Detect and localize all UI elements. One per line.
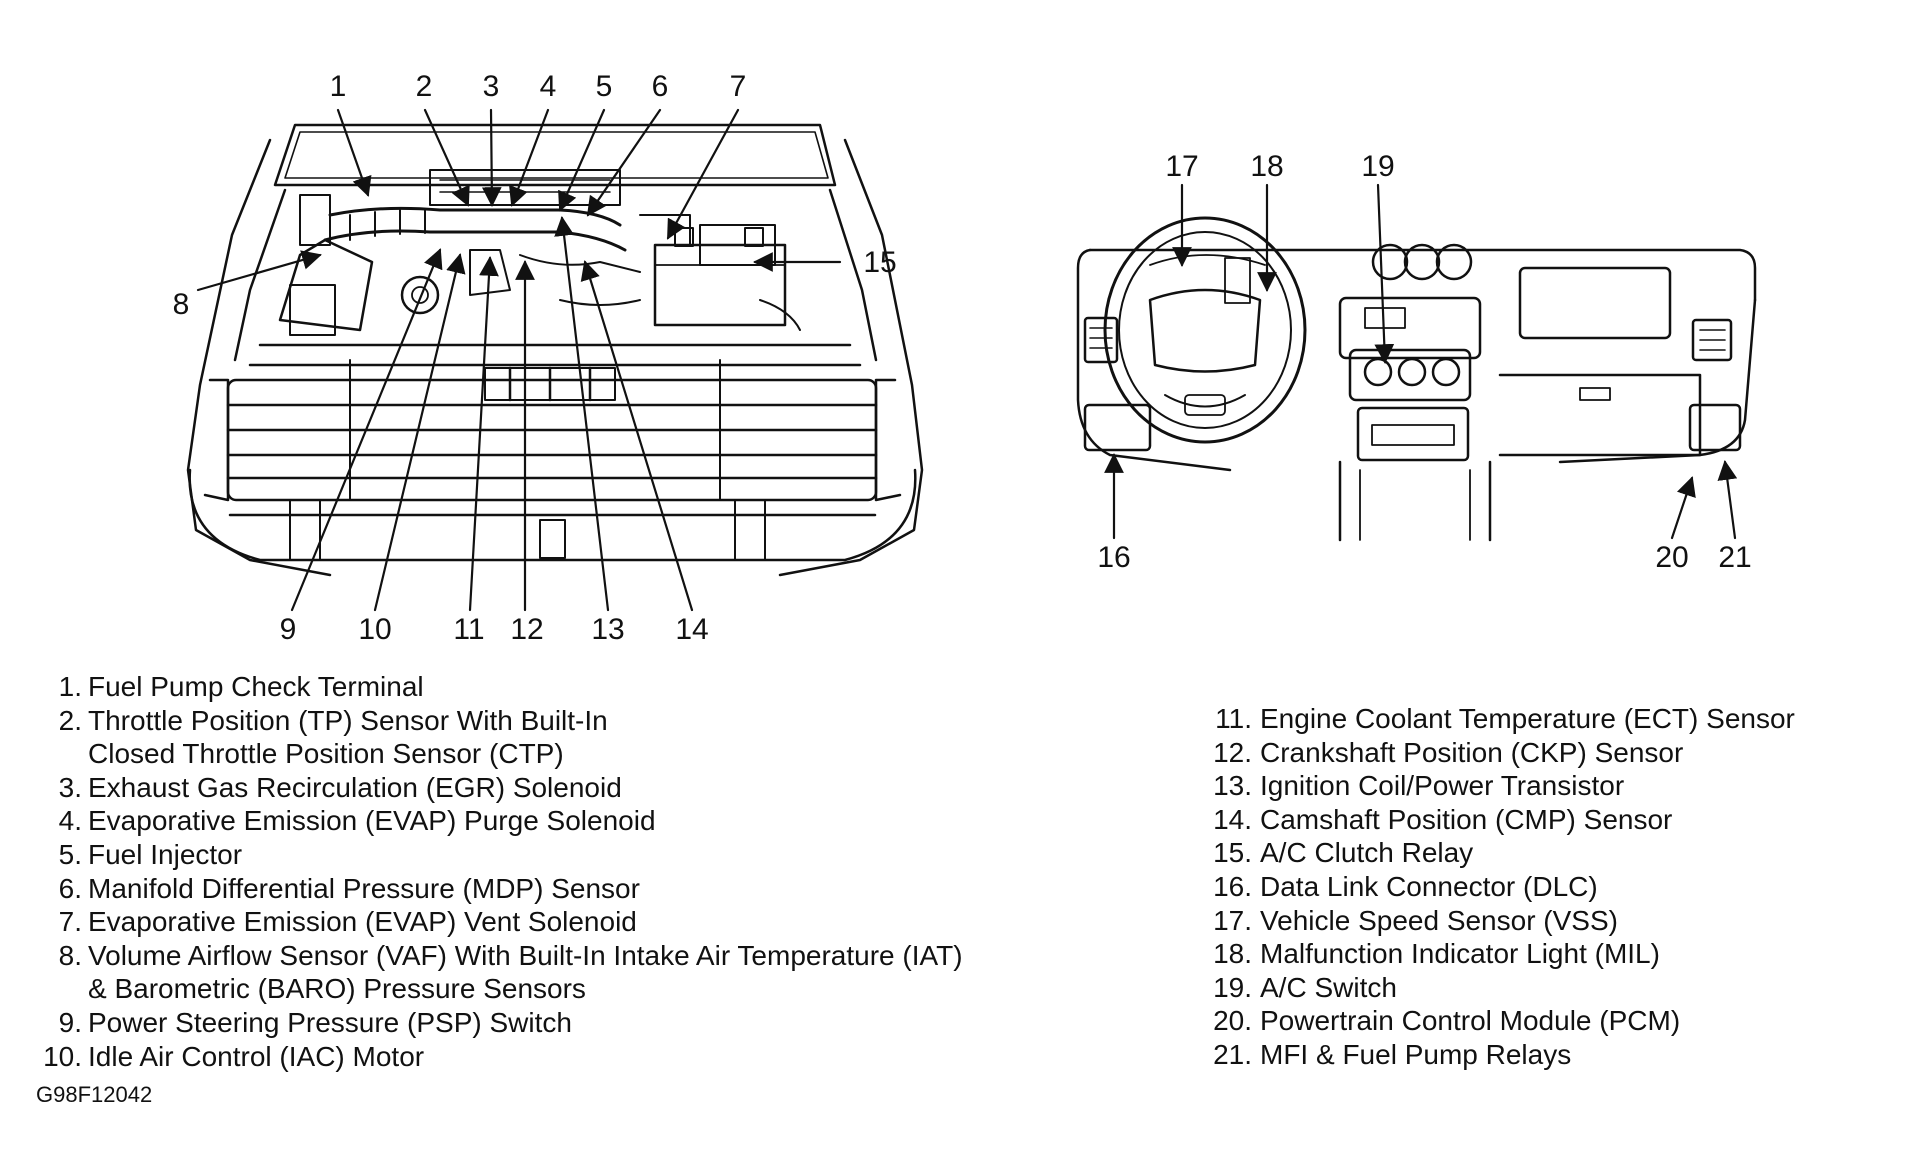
callout-12: 12 xyxy=(510,613,544,646)
legend-item: 15.A/C Clutch Relay xyxy=(1202,836,1795,870)
legend-text: Evaporative Emission (EVAP) Purge Soleno… xyxy=(88,805,656,837)
legend-text: Fuel Injector xyxy=(88,838,243,870)
legend-item: 16.Data Link Connector (DLC) xyxy=(1202,870,1795,904)
callout-11: 11 xyxy=(453,613,485,646)
legend-item: 3.Exhaust Gas Recirculation (EGR) Soleno… xyxy=(36,771,963,805)
legend-item: 9.Power Steering Pressure (PSP) Switch xyxy=(36,1006,963,1040)
legend-text: Exhaust Gas Recirculation (EGR) Solenoid xyxy=(88,771,622,803)
callout-13: 13 xyxy=(591,613,625,646)
legend-text: A/C Switch xyxy=(1260,971,1397,1003)
legend-number: 19. xyxy=(1213,971,1252,1003)
legend-text: Crankshaft Position (CKP) Sensor xyxy=(1260,736,1684,768)
callout-3: 3 xyxy=(482,70,500,103)
legend-number: 13. xyxy=(1213,770,1252,802)
legend-number: 8. xyxy=(58,939,82,971)
legend-number: 18. xyxy=(1213,938,1252,970)
legend-item: 2.Throttle Position (TP) Sensor With Bui… xyxy=(36,704,963,771)
legend-number: 17. xyxy=(1213,904,1252,936)
legend-right: 11. Engine Coolant Temperature (ECT) Sens… xyxy=(1202,702,1795,1072)
legend-number: 10. xyxy=(43,1040,82,1072)
callout-16: 16 xyxy=(1097,541,1131,574)
callout-20: 20 xyxy=(1655,541,1689,574)
callout-6: 6 xyxy=(651,70,669,103)
legend-number: 20. xyxy=(1213,1005,1252,1037)
legend-text: Volume Airflow Sensor (VAF) With Built-I… xyxy=(88,939,963,971)
callout-17: 17 xyxy=(1165,150,1199,183)
callout-15: 15 xyxy=(863,246,897,279)
callout-7: 7 xyxy=(729,70,747,103)
legend-item: 8.Volume Airflow Sensor (VAF) With Built… xyxy=(36,939,963,1006)
legend-number: 1. xyxy=(58,671,82,702)
legend-number: 16. xyxy=(1213,870,1252,902)
legend-text: Ignition Coil/Power Transistor xyxy=(1260,770,1625,802)
legend-number: 6. xyxy=(58,872,82,904)
legend-item: 11. Engine Coolant Temperature (ECT) Sens… xyxy=(1202,702,1795,736)
legend-item: 4.Evaporative Emission (EVAP) Purge Sole… xyxy=(36,804,963,838)
callout-18: 18 xyxy=(1250,150,1284,183)
legend-number: 2. xyxy=(58,704,82,736)
legend-item: 14.Camshaft Position (CMP) Sensor xyxy=(1202,803,1795,837)
legend-item: 17.Vehicle Speed Sensor (VSS) xyxy=(1202,904,1795,938)
legend-text: Powertrain Control Module (PCM) xyxy=(1260,1005,1681,1037)
legend-text: Engine Coolant Temperature (ECT) Sensor xyxy=(1260,703,1795,734)
legend-number: 9. xyxy=(58,1006,82,1038)
legend-item: 10.Idle Air Control (IAC) Motor xyxy=(36,1040,963,1074)
legend-number: 4. xyxy=(58,805,82,837)
legend-number: 7. xyxy=(58,906,82,938)
legend-text: A/C Clutch Relay xyxy=(1260,837,1474,869)
callout-5: 5 xyxy=(595,70,613,103)
callout-9: 9 xyxy=(279,613,297,646)
legend-number: 21. xyxy=(1213,1038,1252,1070)
legend-text: Data Link Connector (DLC) xyxy=(1260,870,1598,902)
callout-19: 19 xyxy=(1361,150,1395,183)
legend-text: Throttle Position (TP) Sensor With Built… xyxy=(88,704,608,736)
legend-item: 20.Powertrain Control Module (PCM) xyxy=(1202,1004,1795,1038)
legend-item: 7.Evaporative Emission (EVAP) Vent Solen… xyxy=(36,905,963,939)
callout-21: 21 xyxy=(1718,541,1752,574)
legend-text: MFI & Fuel Pump Relays xyxy=(1260,1038,1572,1070)
legend-number: 3. xyxy=(58,771,82,803)
legend-item: 12.Crankshaft Position (CKP) Sensor xyxy=(1202,736,1795,770)
legend-item: 6.Manifold Differential Pressure (MDP) S… xyxy=(36,872,963,906)
legend-text: Evaporative Emission (EVAP) Vent Solenoi… xyxy=(88,906,637,938)
legend-text: Vehicle Speed Sensor (VSS) xyxy=(1260,904,1618,936)
legend-text: Idle Air Control (IAC) Motor xyxy=(88,1040,425,1072)
legend-item: 1.Fuel Pump Check Terminal xyxy=(36,670,963,704)
legend-item: 18.Malfunction Indicator Light (MIL) xyxy=(1202,937,1795,971)
legend-text-continued: & Barometric (BARO) Pressure Sensors xyxy=(88,973,586,1005)
legend-number: 14. xyxy=(1213,803,1252,835)
legend-item: 13.Ignition Coil/Power Transistor xyxy=(1202,769,1795,803)
legend-item: 19.A/C Switch xyxy=(1202,971,1795,1005)
dashboard-drawing xyxy=(1076,216,1757,542)
legend-text: Power Steering Pressure (PSP) Switch xyxy=(88,1006,572,1038)
callout-14: 14 xyxy=(675,613,709,646)
legend-number: 5. xyxy=(58,838,82,870)
legend-text-continued: Closed Throttle Position Sensor (CTP) xyxy=(88,738,564,770)
legend-text: Fuel Pump Check Terminal xyxy=(88,671,424,702)
callout-1: 1 xyxy=(329,70,347,103)
legend-text: Manifold Differential Pressure (MDP) Sen… xyxy=(88,872,640,904)
engine-leader-lines xyxy=(196,108,842,612)
legend-text: Camshaft Position (CMP) Sensor xyxy=(1260,803,1673,835)
callout-8: 8 xyxy=(172,288,190,321)
callout-2: 2 xyxy=(415,70,433,103)
legend-text: Malfunction Indicator Light (MIL) xyxy=(1260,938,1660,970)
legend-item: 21.MFI & Fuel Pump Relays xyxy=(1202,1038,1795,1072)
callout-4: 4 xyxy=(539,70,557,103)
legend-left: 1.Fuel Pump Check Terminal 2.Throttle Po… xyxy=(36,670,963,1074)
callout-10: 10 xyxy=(358,613,392,646)
legend-number: 11. xyxy=(1215,703,1252,734)
engine-bay-drawing xyxy=(186,123,924,577)
figure-id: G98F12042 xyxy=(36,1082,153,1107)
legend-item: 5.Fuel Injector xyxy=(36,838,963,872)
legend-number: 12. xyxy=(1213,736,1252,768)
dash-leader-lines xyxy=(1104,183,1738,540)
legend-number: 15. xyxy=(1213,837,1252,869)
